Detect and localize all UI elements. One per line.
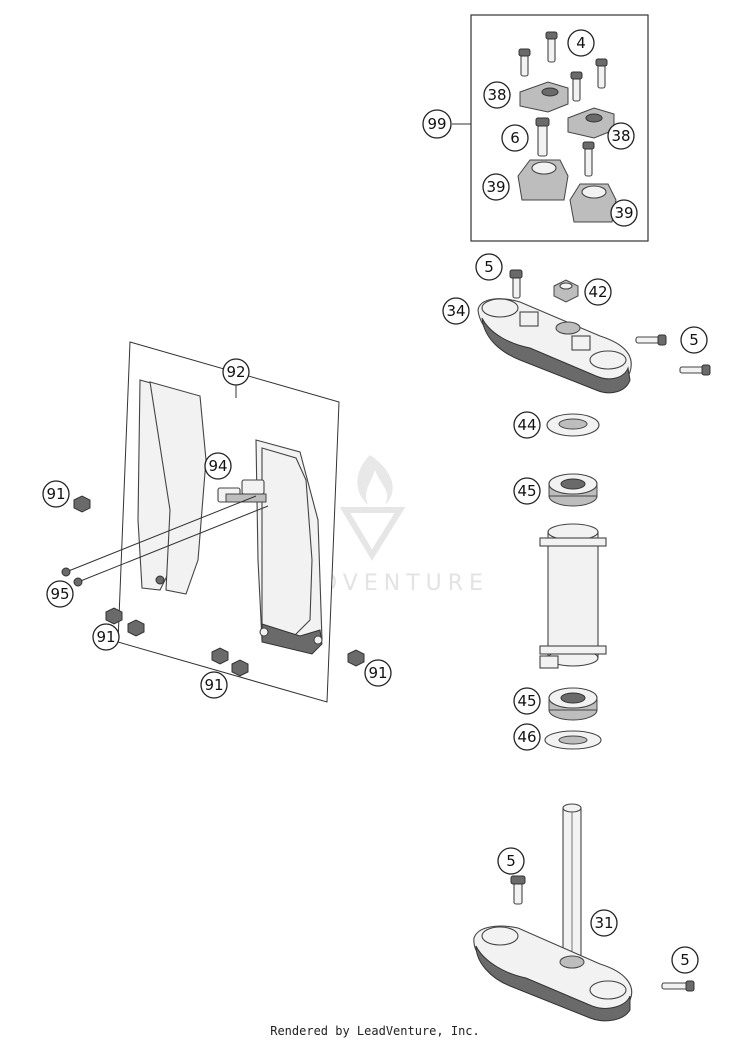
pinch-bolts-5b	[635, 334, 711, 376]
callout-38: 38	[607, 122, 635, 150]
lower-clamp-left	[517, 159, 569, 201]
upper-clamp-right	[567, 107, 615, 139]
callout-44: 44	[513, 411, 541, 439]
callout-92: 92	[222, 358, 250, 386]
svg-text:34: 34	[446, 302, 465, 320]
svg-text:91: 91	[368, 664, 387, 682]
callout-91: 91	[42, 480, 70, 508]
callout-45: 45	[513, 477, 541, 505]
lower-triple-clamp	[473, 803, 633, 1022]
callout-5: 5	[680, 326, 708, 354]
callout-45: 45	[513, 687, 541, 715]
callout-94: 94	[204, 452, 232, 480]
svg-text:95: 95	[50, 585, 69, 603]
svg-text:99: 99	[427, 115, 446, 133]
svg-text:91: 91	[204, 676, 223, 694]
lower-bolt-5d	[661, 980, 695, 992]
seal-46	[544, 730, 602, 750]
callout-34: 34	[442, 297, 470, 325]
steering-tube	[539, 523, 607, 669]
bearing-45-lower	[548, 687, 598, 721]
svg-text:38: 38	[611, 127, 630, 145]
seal-44	[546, 413, 600, 437]
svg-text:4: 4	[576, 34, 586, 52]
watermark-logo	[339, 455, 406, 561]
svg-text:94: 94	[208, 457, 227, 475]
callout-91: 91	[364, 659, 392, 687]
lower-bolt-5c	[510, 875, 526, 905]
svg-text:42: 42	[588, 283, 607, 301]
svg-text:6: 6	[510, 129, 520, 147]
bearing-45-upper	[548, 473, 598, 507]
callout-5: 5	[671, 946, 699, 974]
svg-text:5: 5	[689, 331, 699, 349]
callout-6: 6	[501, 124, 529, 152]
callout-4: 4	[567, 29, 595, 57]
callout-38: 38	[483, 81, 511, 109]
lower-clamp-right	[569, 183, 617, 223]
bracket-94	[217, 479, 267, 503]
svg-text:38: 38	[487, 86, 506, 104]
callout-39: 39	[610, 199, 638, 227]
long-bolts-95	[61, 495, 269, 587]
upper-clamp-left	[519, 81, 569, 113]
svg-text:91: 91	[46, 485, 65, 503]
nuts-91	[73, 495, 365, 677]
svg-text:91: 91	[96, 628, 115, 646]
callout-5: 5	[497, 847, 525, 875]
callout-95: 95	[46, 580, 74, 608]
svg-text:45: 45	[517, 482, 536, 500]
callout-5: 5	[475, 253, 503, 281]
callout-42: 42	[584, 278, 612, 306]
svg-text:5: 5	[680, 951, 690, 969]
svg-text:39: 39	[614, 204, 633, 222]
stem-nut-42	[553, 279, 579, 303]
callout-91: 91	[200, 671, 228, 699]
svg-text:46: 46	[517, 728, 536, 746]
clamp-bolts	[518, 31, 608, 177]
callout-91: 91	[92, 623, 120, 651]
fork-protector-right	[255, 439, 323, 655]
footer-credit: Rendered by LeadVenture, Inc.	[270, 1024, 480, 1038]
top-bolt-5a	[509, 269, 523, 299]
svg-text:31: 31	[594, 914, 613, 932]
svg-text:92: 92	[226, 363, 245, 381]
svg-text:5: 5	[484, 258, 494, 276]
fork-protector-left	[137, 379, 207, 595]
svg-text:39: 39	[486, 178, 505, 196]
callout-46: 46	[513, 723, 541, 751]
svg-text:5: 5	[506, 852, 516, 870]
svg-text:45: 45	[517, 692, 536, 710]
upper-triple-clamp	[477, 298, 632, 394]
clamp-kit-box	[470, 14, 649, 242]
callout-99: 99	[422, 109, 452, 139]
svg-text:44: 44	[517, 416, 536, 434]
callout-31: 31	[590, 909, 618, 937]
callout-39: 39	[482, 173, 510, 201]
